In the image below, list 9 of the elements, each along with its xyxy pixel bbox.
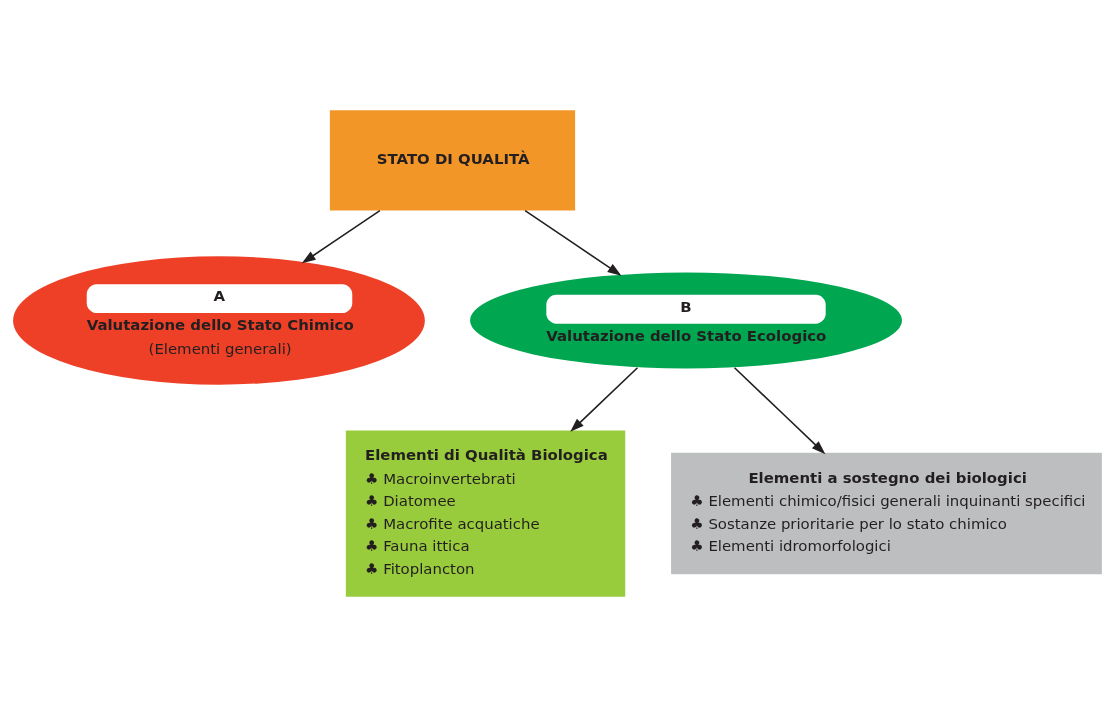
node-box: Elementi a sostegno dei biologici ♣ Elementi chimico/fisici generali inquinanti specifici ♣ Sostanze prioritarie per lo stato chimico ♣ Elementi idromorfologici <box>671 452 1102 574</box>
arrow <box>524 209 622 276</box>
node-ellipse: A Valutazione dello Stato Chimico (Elementi generali) <box>13 255 425 385</box>
node-box: Elementi di Qualità Biologica ♣ Macroinvertebrati ♣ Diatomee ♣ Macrofite acquatiche ♣ Fauna ittica ♣ Fitoplancton <box>345 429 626 597</box>
node-ellipse: B Valutazione dello Stato Ecologico <box>470 271 902 368</box>
arrow <box>733 366 826 454</box>
arrow <box>570 366 639 432</box>
arrow <box>301 209 381 263</box>
node-box: STATO DI QUALITÀ <box>329 109 576 210</box>
